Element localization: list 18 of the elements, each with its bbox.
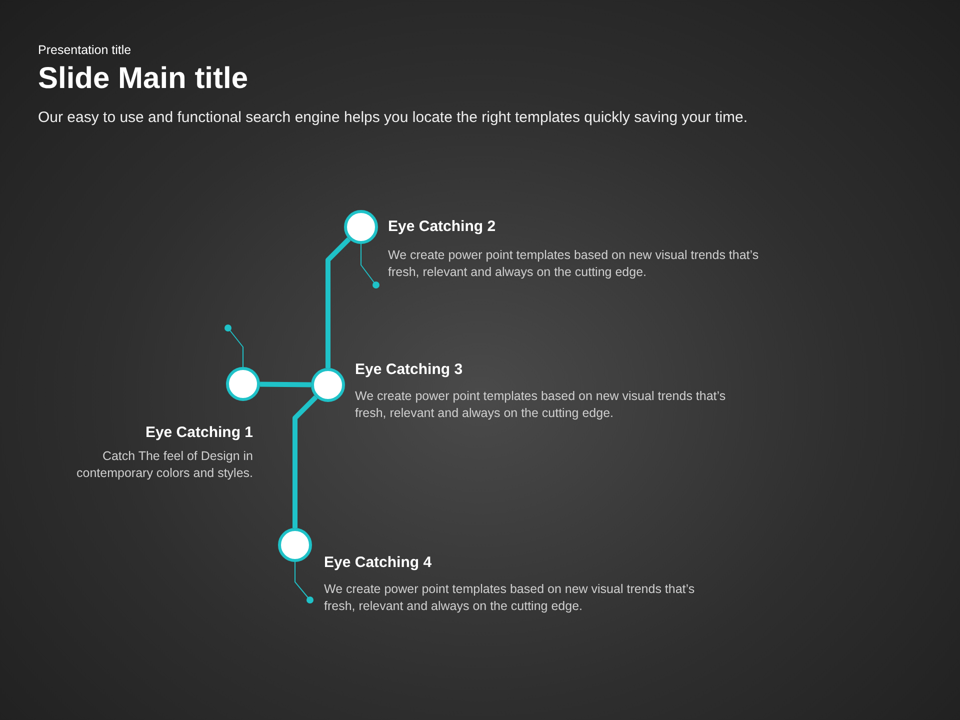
item-heading: Eye Catching 3 [355,361,463,378]
item-description: We create power point templates based on new visual trends that’s fresh, relevant and always on the cutting edge. [355,388,727,422]
circle-node [226,367,260,401]
item-description: We create power point templates based on new visual trends that’s fresh, relevant and always on the cutting edge. [388,247,760,281]
circle-node [278,528,312,562]
slide-title: Slide Main title [38,62,248,96]
item-description: Catch The feel of Design in contemporary colors and styles. [76,448,253,482]
connector-line [292,395,318,528]
circle-node [311,368,345,402]
presentation-label: Presentation title [38,43,132,57]
item-heading: Eye Catching 4 [324,554,432,571]
subtitle-text: Our easy to use and functional search engine helps you locate the right templates quickly saving your time. [38,109,748,126]
item-heading: Eye Catching 2 [388,218,496,235]
circle-node [344,210,378,244]
connector-line [326,237,351,368]
connector-line [260,382,312,388]
item-heading: Eye Catching 1 [145,424,253,441]
item-description: We create power point templates based on new visual trends that’s fresh, relevant and always on the cutting edge. [324,581,696,615]
